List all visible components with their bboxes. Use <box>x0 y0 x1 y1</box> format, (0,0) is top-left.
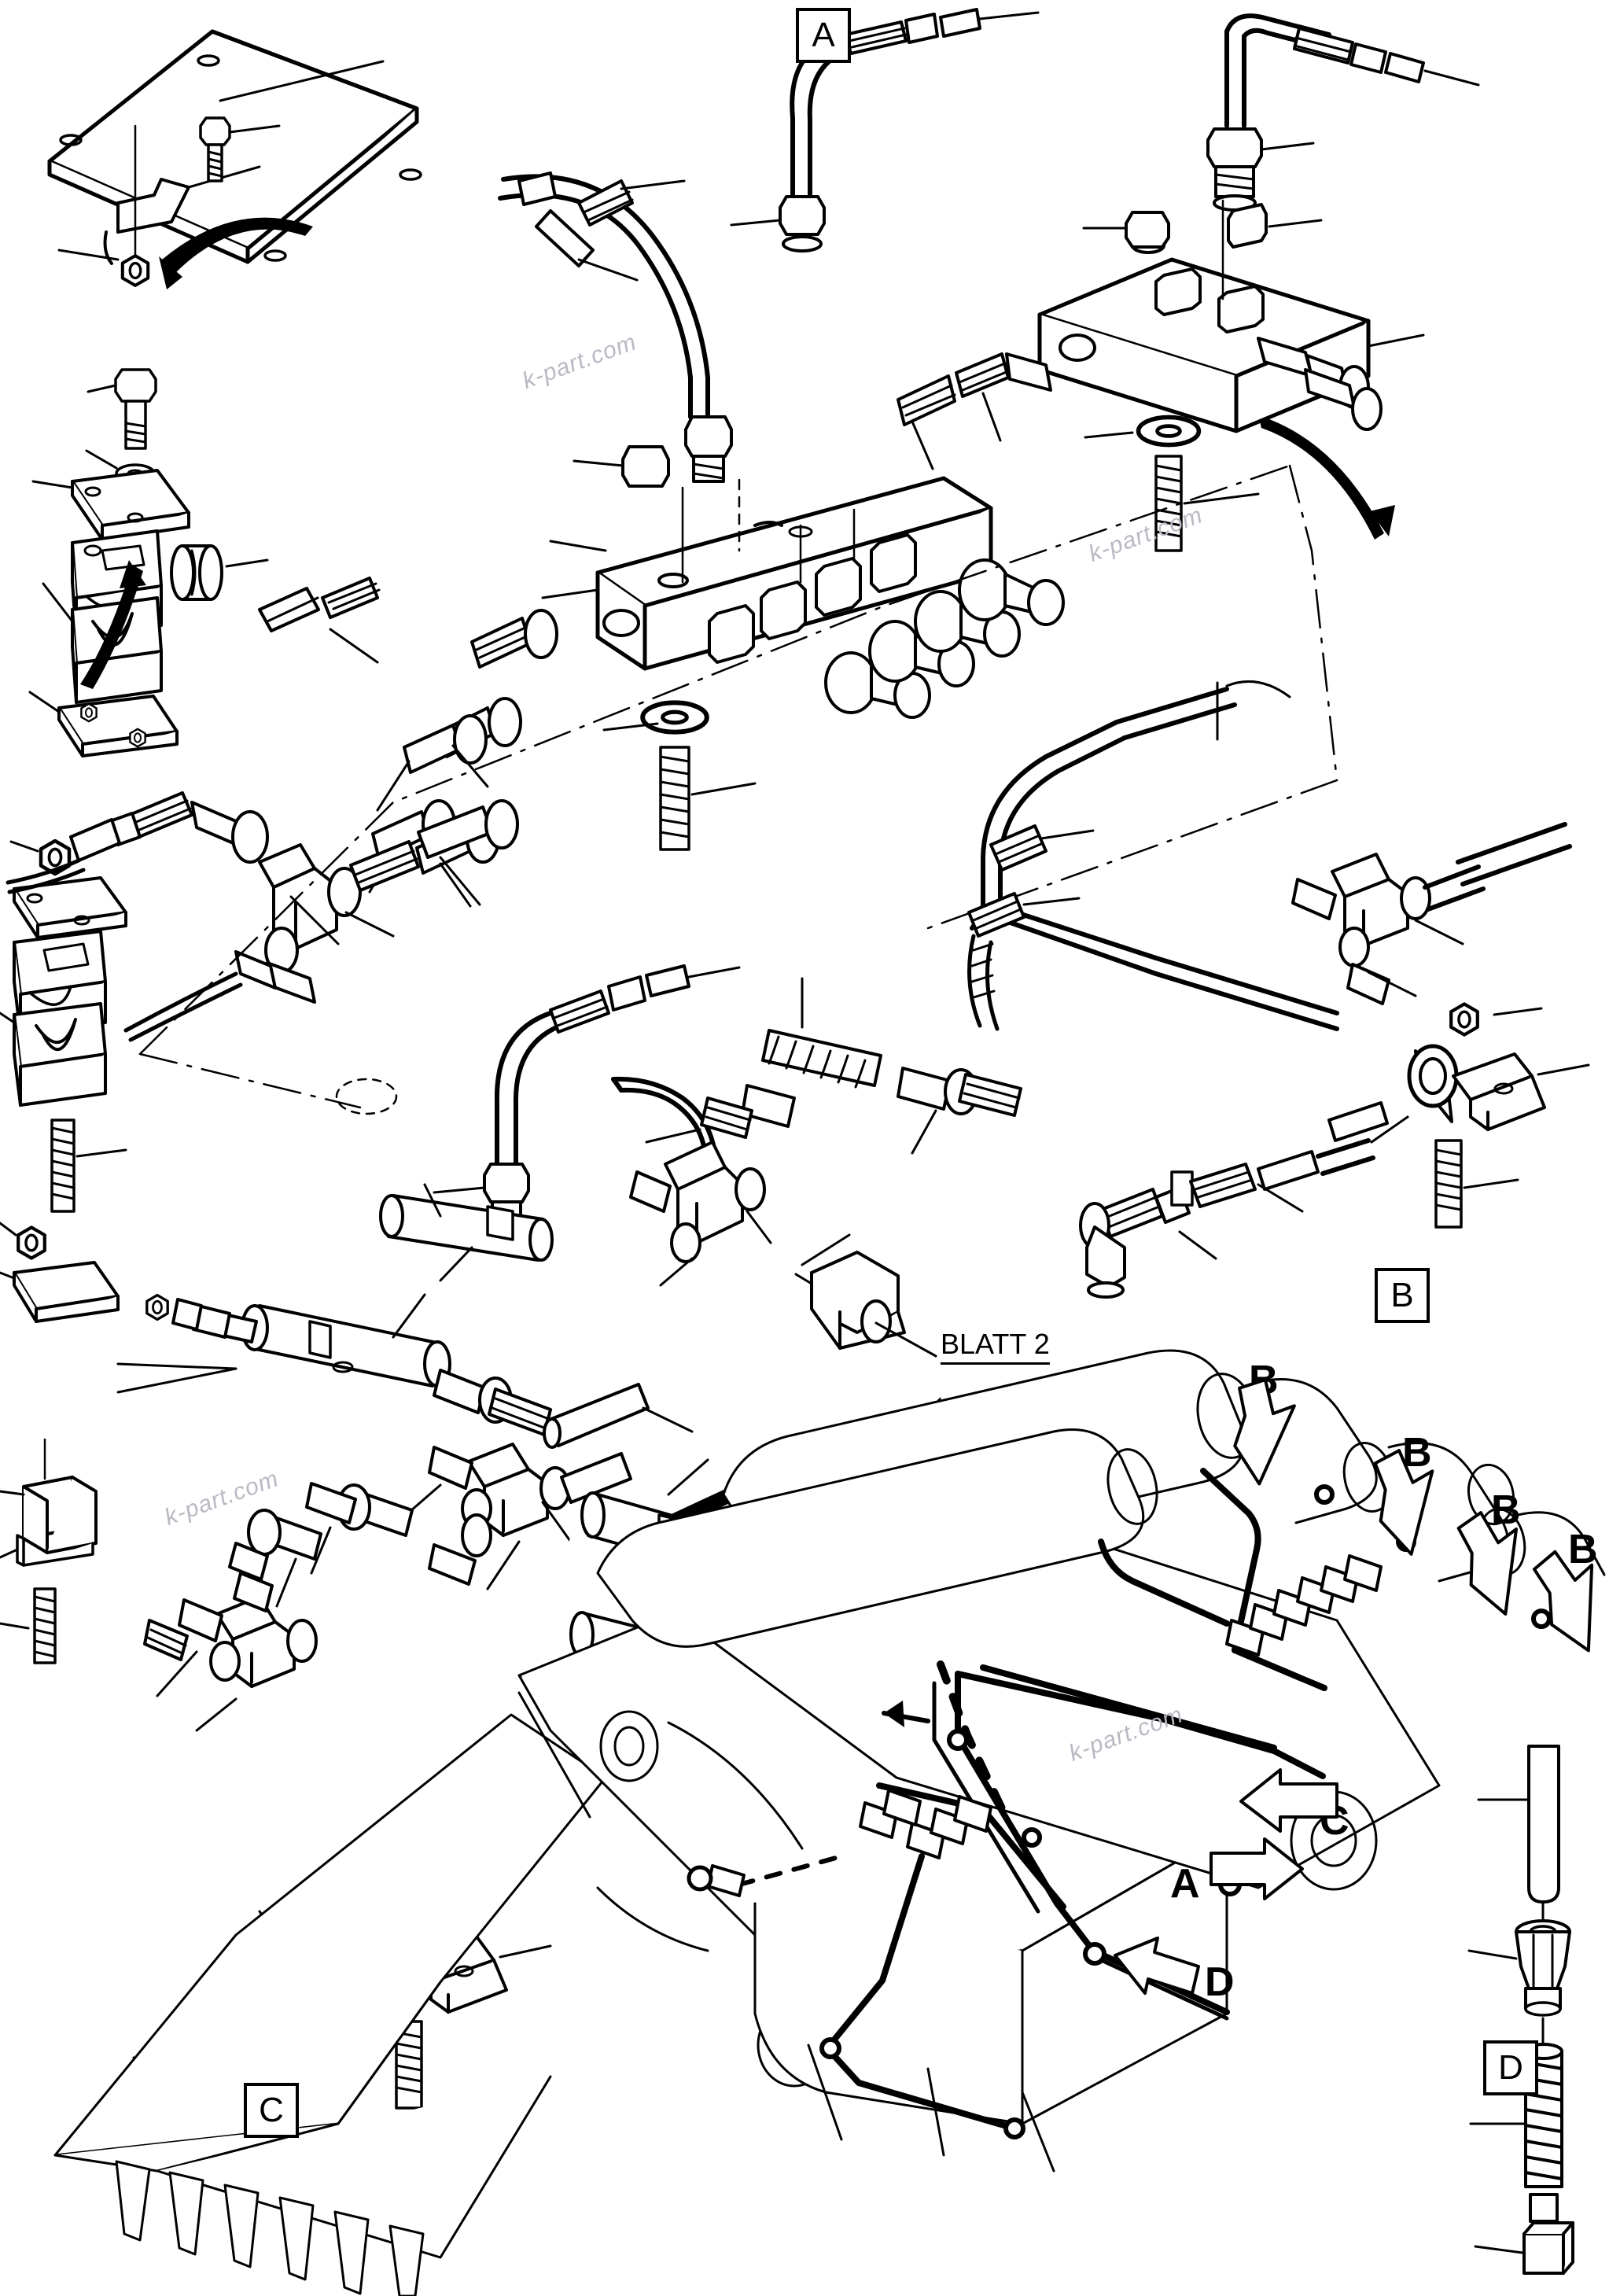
fitting-chain-upper <box>897 352 1052 470</box>
hose-clamp-stack-2 <box>0 841 127 1213</box>
blatt2-annotation: BLATT 2 <box>941 1328 1050 1365</box>
tee-cluster-centre <box>392 1369 694 1590</box>
callout-letter-b1: B <box>1249 1358 1279 1403</box>
valve-body-upper <box>379 1183 554 1282</box>
lock-nut-part <box>123 256 148 286</box>
callout-letter-a: A <box>1170 1861 1200 1907</box>
detail-d-column <box>1467 1745 1574 2275</box>
junction-box-part <box>0 1438 98 1664</box>
hose-spiral-right <box>967 680 1339 1031</box>
callout-letter-b2: B <box>1402 1430 1432 1476</box>
hose-ferrule-part <box>258 577 381 664</box>
fitting-chain-bottom-left <box>143 1482 414 1732</box>
mount-bracket-part <box>103 124 261 278</box>
hose-sleeve-part <box>170 544 269 601</box>
hose-assembly-a2 <box>1206 13 1480 212</box>
hose-assembly-a3 <box>498 171 733 483</box>
excavator-arm-assembly <box>53 1349 1606 2296</box>
callout-letter-d: D <box>1205 1959 1235 2005</box>
callout-letter-c: C <box>1320 1798 1349 1844</box>
manifold-block-right <box>1037 199 1425 552</box>
tee-fitting-right <box>1291 822 1572 1005</box>
callout-letter-b4: B <box>1568 1527 1598 1572</box>
fittings-row-centre-right <box>897 1067 1022 1155</box>
blatt2-reference-part <box>794 1233 937 1358</box>
hex-bolt-upper-part <box>199 116 281 182</box>
section-box-b: B <box>1375 1268 1430 1323</box>
elbow-fitting-centre <box>629 1141 772 1287</box>
hose-sleeve-centre <box>645 977 882 1144</box>
hose-tee-left <box>6 791 519 1042</box>
section-box-d: D <box>1483 2040 1538 2095</box>
valve-body-main <box>116 1293 451 1394</box>
callout-letter-b3: B <box>1491 1487 1521 1533</box>
pipe-nipple-right <box>1327 1101 1389 1142</box>
hose-clamp-stack-3 <box>0 1222 120 1323</box>
hose-clamp-right <box>1407 1004 1590 1229</box>
manifold-block-left <box>541 445 1065 851</box>
hose-clamp-stack-1 <box>28 368 190 757</box>
hose-assembly-a1 <box>730 8 1040 252</box>
hose-end-right <box>1079 1115 1409 1299</box>
section-box-a: A <box>796 8 851 63</box>
section-box-c: C <box>244 2083 299 2138</box>
detail-frame-dashdot <box>138 464 1338 1109</box>
retaining-hook-part <box>611 1076 716 1152</box>
